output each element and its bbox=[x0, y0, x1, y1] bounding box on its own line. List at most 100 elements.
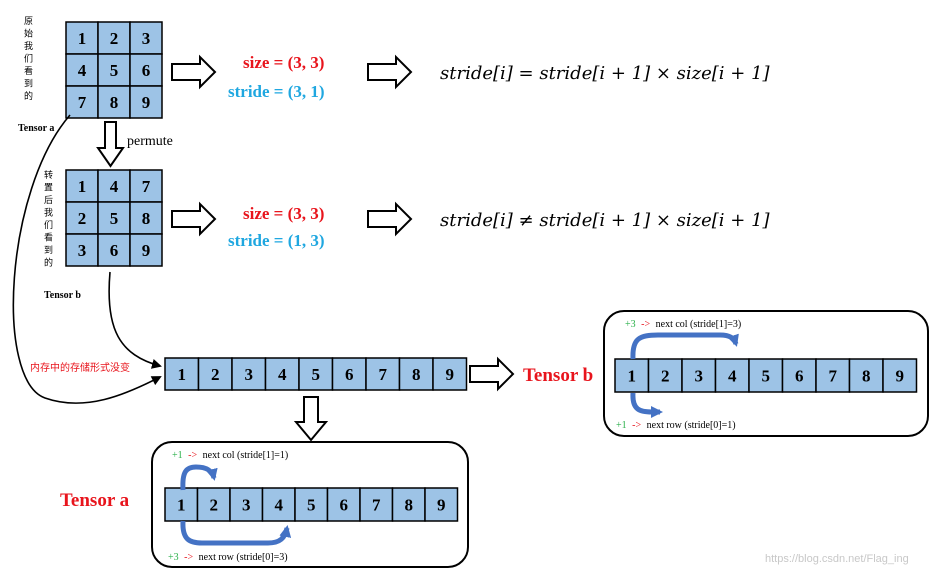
memory-cell-value: 1 bbox=[178, 365, 187, 384]
tensor-a-label: Tensor a bbox=[18, 123, 54, 134]
memory-cell-value: 8 bbox=[405, 496, 414, 515]
permute-arrow bbox=[96, 121, 125, 168]
memory-label: 内存中的存储形式没变 bbox=[30, 361, 130, 374]
watermark: https://blog.csdn.net/Flag_ing bbox=[765, 553, 909, 565]
grid-cell-value: 8 bbox=[142, 209, 151, 228]
grid-cell-value: 4 bbox=[110, 177, 119, 196]
grid-cell bbox=[65, 233, 99, 267]
memory-cell-value: 1 bbox=[628, 367, 637, 386]
tensor-b-formula: stride[i] ≠ stride[i + 1] × size[i + 1] bbox=[440, 210, 771, 231]
vertical-label-char: 后 bbox=[44, 195, 53, 206]
memory-cell-value: 3 bbox=[242, 496, 251, 515]
memory-cell-value: 6 bbox=[795, 367, 804, 386]
memory-cell bbox=[398, 357, 434, 391]
vertical-label-char: 们 bbox=[44, 219, 53, 231]
vertical-label-char: 看 bbox=[44, 232, 53, 244]
grid-cell-value: 3 bbox=[142, 29, 151, 48]
memory-cell-value: 1 bbox=[177, 496, 186, 515]
grid-cell bbox=[129, 233, 163, 267]
tensor-b-size: size = (3, 3) bbox=[243, 204, 324, 223]
grid-cell-value: 7 bbox=[78, 93, 87, 112]
memory-cell-value: 5 bbox=[307, 496, 316, 515]
vertical-label-char: 我 bbox=[44, 208, 53, 219]
memory-cell bbox=[882, 358, 918, 393]
hollow-arrow bbox=[469, 356, 515, 392]
curve-arrow-b-to-memory bbox=[108, 271, 162, 369]
grid-cell-value: 5 bbox=[110, 209, 119, 228]
next-row-arrow bbox=[180, 520, 292, 546]
grid-cell-value: 3 bbox=[78, 241, 87, 260]
memory-cell-value: 8 bbox=[862, 367, 871, 386]
grid-cell-value: 1 bbox=[78, 29, 87, 48]
grid-cell-value: 1 bbox=[78, 177, 87, 196]
permute-label: permute bbox=[127, 134, 173, 149]
memory-cell-value: 3 bbox=[245, 365, 254, 384]
memory-cell-value: 4 bbox=[728, 367, 737, 386]
curve-arrow-a-to-memory bbox=[12, 114, 162, 404]
memory-cell-value: 6 bbox=[340, 496, 349, 515]
panel-b-bottom-note: +1 -> next row (stride[0]=1) bbox=[616, 420, 736, 431]
memory-cell bbox=[614, 358, 650, 393]
memory-cell bbox=[229, 487, 264, 522]
memory-cell bbox=[647, 358, 683, 393]
vertical-label-char: 到 bbox=[44, 244, 53, 256]
grid-cell bbox=[97, 85, 131, 119]
panel-a-bottom-note: +3 -> next row (stride[0]=3) bbox=[168, 552, 288, 563]
vertical-label-char: 的 bbox=[44, 257, 53, 269]
panel-a-top-note: +1 -> next col (stride[1]=1) bbox=[172, 450, 288, 461]
memory-cell-value: 8 bbox=[412, 365, 421, 384]
memory-cell bbox=[681, 358, 717, 393]
grid-cell bbox=[129, 169, 163, 203]
memory-cell-value: 2 bbox=[210, 496, 219, 515]
memory-cell-value: 4 bbox=[278, 365, 287, 384]
next-row-arrow bbox=[630, 392, 663, 418]
memory-cell bbox=[848, 358, 884, 393]
memory-cell-value: 5 bbox=[762, 367, 771, 386]
memory-cell-value: 7 bbox=[379, 365, 388, 384]
memory-cell-value: 2 bbox=[661, 367, 670, 386]
grid-cell bbox=[97, 233, 131, 267]
memory-cell bbox=[164, 357, 200, 391]
tensor-a-stride: stride = (3, 1) bbox=[228, 82, 325, 101]
memory-cell bbox=[432, 357, 468, 391]
tensor-a-formula: stride[i] = stride[i + 1] × size[i + 1] bbox=[440, 63, 771, 84]
memory-cell-value: 6 bbox=[345, 365, 354, 384]
memory-cell-value: 9 bbox=[437, 496, 446, 515]
tensor-a-size: size = (3, 3) bbox=[243, 53, 324, 72]
memory-cell bbox=[231, 357, 267, 391]
memory-cell bbox=[424, 487, 459, 522]
memory-cell-value: 2 bbox=[211, 365, 220, 384]
vertical-label-char: 看 bbox=[24, 65, 33, 77]
grid-cell bbox=[129, 85, 163, 119]
grid-cell-value: 6 bbox=[142, 61, 151, 80]
hollow-arrow bbox=[171, 201, 217, 237]
panel-b-top-note: +3 -> next col (stride[1]=3) bbox=[625, 319, 741, 330]
memory-cell-value: 9 bbox=[896, 367, 905, 386]
vertical-label-char: 的 bbox=[24, 90, 33, 102]
grid-cell bbox=[129, 53, 163, 87]
vertical-label-char: 我 bbox=[24, 41, 33, 52]
vertical-label-char: 始 bbox=[24, 28, 33, 40]
grid-cell-value: 2 bbox=[110, 29, 119, 48]
memory-cell bbox=[197, 357, 233, 391]
vertical-label-char: 到 bbox=[24, 78, 33, 90]
hollow-arrow bbox=[367, 201, 413, 237]
tensor-b-label: Tensor b bbox=[44, 290, 81, 301]
grid-cell-value: 7 bbox=[142, 177, 151, 196]
hollow-arrow bbox=[367, 54, 413, 90]
memory-cell bbox=[261, 487, 296, 522]
grid-cell-value: 5 bbox=[110, 61, 119, 80]
memory-cell bbox=[298, 357, 334, 391]
vertical-label-char: 置 bbox=[44, 183, 53, 194]
grid-cell-value: 9 bbox=[142, 93, 151, 112]
grid-cell bbox=[65, 85, 99, 119]
memory-cell bbox=[359, 487, 394, 522]
grid-cell-value: 9 bbox=[142, 241, 151, 260]
next-col-arrow bbox=[180, 464, 218, 491]
